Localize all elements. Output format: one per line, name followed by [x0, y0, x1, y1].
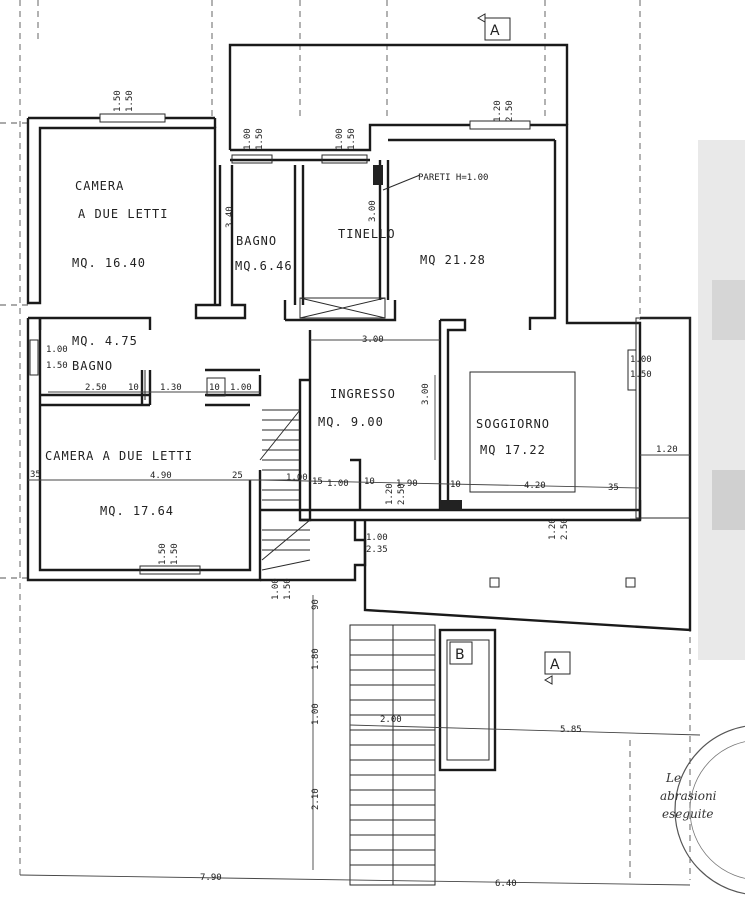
- dim-label: 10: [364, 477, 375, 487]
- soggiorno-title: SOGGIORNO: [476, 417, 550, 431]
- terrace-wall: [228, 43, 569, 150]
- dimension-lines: [19, 339, 701, 886]
- stamp-text-3: eseguite: [662, 807, 714, 821]
- dim-label: 10: [450, 480, 461, 490]
- soggiorno-outline: [469, 371, 576, 493]
- dim-label: 1.80: [311, 648, 321, 670]
- dim-label: 1.50: [170, 543, 180, 565]
- tinello-area: MQ 21.28: [420, 253, 486, 267]
- misc-marks: [144, 165, 462, 510]
- dim-label: 2.50: [560, 518, 570, 540]
- dim-label: 1.50: [46, 361, 68, 371]
- dim-label: 35: [608, 483, 619, 493]
- camera2-area: MQ. 17.64: [100, 504, 174, 518]
- dim-label: 1.50: [113, 90, 123, 112]
- dim-label: 1.00: [46, 345, 68, 355]
- dim-label: 1.00: [366, 533, 388, 543]
- interior-stairs: [259, 409, 311, 571]
- scan-shadow-dark: [712, 280, 745, 340]
- dim-label: 1.00: [286, 473, 308, 483]
- section-b-label: B: [455, 647, 465, 663]
- dim-label: 3.40: [225, 206, 235, 228]
- dim-label: 3.00: [368, 200, 378, 222]
- dim-label: 1.00: [271, 578, 281, 600]
- dim-label: 90: [311, 599, 321, 610]
- bagno2-title: BAGNO: [72, 359, 113, 373]
- section-a-bottom-label: A: [550, 657, 560, 673]
- construction-lines: [0, 0, 691, 880]
- dim-label: 2.35: [366, 545, 388, 555]
- scan-shadow-dark: [712, 470, 745, 530]
- tinello-title: TINELLO: [338, 227, 396, 241]
- dim-label: 1.50: [347, 128, 357, 150]
- dim-label: 1.30: [160, 383, 182, 393]
- dim-label: 25: [232, 471, 243, 481]
- dim-label: 1.20: [548, 518, 558, 540]
- dim-label: 2.00: [380, 715, 402, 725]
- bagno1-area: MQ.6.46: [235, 259, 293, 273]
- dim-label: 2.50: [397, 483, 407, 505]
- dim-label: 1.00: [630, 355, 652, 365]
- windows: [29, 113, 637, 575]
- dim-label: 1.50: [255, 128, 265, 150]
- ingresso-title: INGRESSO: [330, 387, 396, 401]
- dim-label: 4.90: [150, 471, 172, 481]
- section-mark-a-top: A: [476, 13, 511, 41]
- dim-label: 1.50: [125, 90, 135, 112]
- dim-label: 1.20: [385, 483, 395, 505]
- dim-label: 15: [312, 477, 323, 487]
- dim-label: 1.50: [283, 578, 293, 600]
- dim-label: 2.10: [311, 788, 321, 810]
- dim-label: 10: [209, 383, 220, 393]
- dim-label: 5.85: [560, 725, 582, 735]
- stamp-text-1: Le: [665, 771, 681, 785]
- dim-label: 1.20: [656, 445, 678, 455]
- stamp-text-2: abrasioni: [660, 789, 717, 803]
- dim-label: 3.00: [421, 383, 431, 405]
- camera2-title: CAMERA A DUE LETTI: [45, 449, 193, 463]
- section-mark-b: B: [449, 641, 473, 665]
- interior-walls: [40, 158, 642, 582]
- dim-label: 35: [30, 470, 41, 480]
- dim-label: 1.00: [335, 128, 345, 150]
- dim-label: 6.40: [495, 879, 517, 889]
- dim-label: 1.90: [396, 479, 418, 489]
- dim-label: 10: [128, 383, 139, 393]
- dim-label: 7.90: [200, 873, 222, 883]
- section-mark-a-bottom: A: [543, 651, 571, 685]
- camera1-title-2: A DUE LETTI: [78, 207, 168, 221]
- soggiorno-area: MQ 17.22: [480, 443, 546, 457]
- ingresso-area: MQ. 9.00: [318, 415, 384, 429]
- exterior-stairs: [349, 624, 497, 886]
- tinello-note: PARETI H=1.00: [418, 173, 488, 183]
- dim-label: 1.50: [158, 543, 168, 565]
- dim-label: 1.50: [630, 370, 652, 380]
- dim-label: 1.00: [230, 383, 252, 393]
- section-a-top-label: A: [490, 23, 500, 39]
- official-stamp: Le abrasioni eseguite: [660, 725, 745, 895]
- bagno2-area: MQ. 4.75: [72, 334, 138, 348]
- portico: [363, 316, 692, 632]
- dim-label: 2.50: [505, 100, 515, 122]
- dim-label: 3.00: [362, 335, 384, 345]
- camera1-title-1: CAMERA: [75, 179, 124, 193]
- scan-shadow: [698, 140, 745, 660]
- camera1-area: MQ. 16.40: [72, 256, 146, 270]
- bagno1-title: BAGNO: [236, 234, 277, 248]
- dim-label: 2.50: [85, 383, 107, 393]
- exterior-walls: [26, 116, 642, 582]
- dim-label: 4.20: [524, 481, 546, 491]
- dim-label: 1.00: [327, 479, 349, 489]
- dim-label: 1.00: [311, 703, 321, 725]
- dim-label: 1.20: [493, 100, 503, 122]
- dimension-texts: 1.50 1.50 1.00 1.50 1.00 1.50 1.20 2.50 …: [30, 90, 678, 889]
- dim-label: 1.00: [243, 128, 253, 150]
